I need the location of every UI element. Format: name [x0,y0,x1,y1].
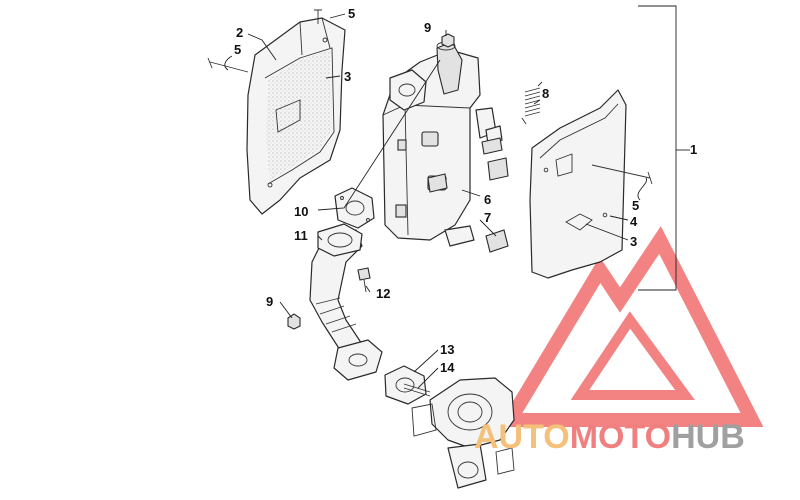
watermark-auto: AUTO [474,418,570,456]
turbocharger [411,377,515,489]
callout-11: 11 [294,228,308,243]
spring [521,81,543,125]
watermark-text: AUTOMOTOHUB [474,418,745,456]
right-heat-shield [529,89,627,279]
callout-5-left: 5 [234,42,241,57]
watermark-logo [497,226,764,427]
callout-14: 14 [440,360,455,375]
callout-7: 7 [484,210,491,225]
callout-2: 2 [236,25,243,40]
left-heat-shield [246,17,346,215]
callout-9-bottom: 9 [266,294,273,309]
callout-12: 12 [376,286,390,301]
exhaust-pipe [309,223,383,381]
callout-4: 4 [630,214,638,229]
callout-10: 10 [294,204,308,219]
muffler-body [382,41,497,247]
watermark-moto: MOTO [570,418,671,456]
callout-9-top: 9 [424,20,431,35]
bolt-12 [357,267,371,293]
svg-text:AUTOMOTOHUB: AUTOMOTOHUB [474,418,745,456]
callout-3-right: 3 [630,234,637,249]
watermark-hub: HUB [671,418,745,456]
leader-lines [224,5,690,389]
nut-bottom [287,313,301,330]
rubber-mounts [427,125,509,253]
callout-1: 1 [690,142,697,157]
callout-6: 6 [484,192,491,207]
callout-labels: 1 2 3 3 4 5 5 5 6 7 8 9 9 10 11 12 13 14 [234,6,697,375]
callout-5-top: 5 [348,6,355,21]
callout-8: 8 [542,86,549,101]
callout-5-right: 5 [632,198,639,213]
gasket-10 [334,187,375,229]
nut-top [441,33,455,48]
gasket-13-14 [384,365,431,405]
callout-13: 13 [440,342,454,357]
screws [207,9,653,185]
callout-3-left: 3 [344,69,351,84]
